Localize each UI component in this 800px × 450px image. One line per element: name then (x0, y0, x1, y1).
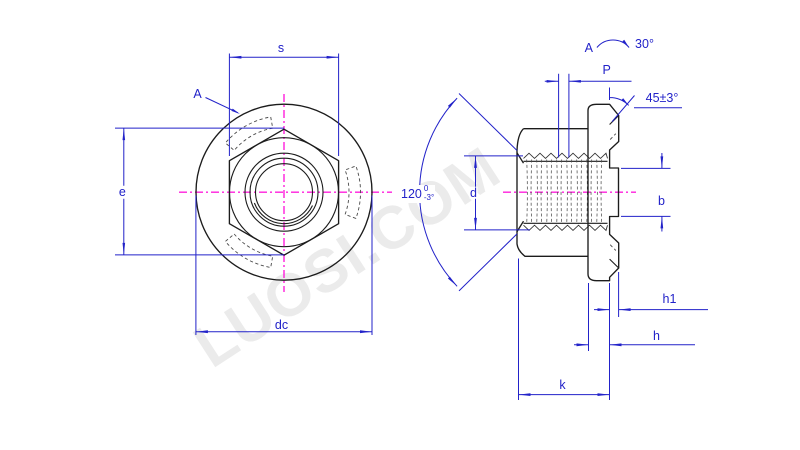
label-detail-a-front: A (193, 86, 202, 101)
arrowhead (597, 308, 610, 311)
dim-arrowheads (122, 39, 664, 396)
arrowhead (660, 216, 664, 229)
countersink-circle (244, 152, 324, 232)
arrowhead (195, 330, 208, 334)
cone-angle-tol-upper: 0 (423, 184, 429, 194)
arrowhead (447, 98, 458, 108)
arrowhead (474, 217, 477, 230)
dim-k-lines (518, 258, 610, 400)
arrowhead (231, 108, 240, 114)
label-angle-30: 30° (635, 36, 654, 51)
label-cone-angle: 120 0 -3° (400, 184, 436, 203)
arrowhead (621, 98, 629, 106)
label-h: h (653, 329, 660, 344)
arrowhead (447, 276, 458, 287)
arrowhead (622, 39, 630, 48)
thread-major-circle (249, 157, 319, 227)
arrowhead (474, 155, 477, 168)
arrowhead (122, 242, 126, 255)
weld-projection-mark-right (344, 165, 361, 219)
thread-zigzag-top (523, 152, 608, 160)
projection-hidden-edges (609, 133, 617, 251)
arrowhead (660, 156, 664, 169)
weld-projection-mark-bottom-left (224, 233, 274, 269)
label-p: P (602, 63, 611, 78)
dim-b-lines (621, 153, 671, 232)
dim-h-lines (574, 283, 695, 351)
cone-angle-tol-lower: -3° (423, 192, 435, 202)
arrowhead (518, 393, 531, 396)
projection-cone-edges (609, 115, 620, 269)
chamfer-circle (228, 137, 340, 248)
label-h1: h1 (662, 292, 677, 307)
arrowhead (568, 80, 581, 83)
dim-h1-lines (594, 272, 708, 317)
label-detail-a-side: A (584, 40, 593, 55)
label-chamfer-angle: 45±3° (645, 90, 679, 105)
bore-lines (523, 160, 608, 224)
arrowhead (618, 308, 631, 311)
dim-p-lines (544, 73, 632, 158)
flange-outline (587, 103, 620, 282)
bore-circle (254, 163, 314, 222)
arrowhead (229, 55, 242, 59)
cone-angle-value: 120 (401, 186, 422, 201)
dim-s-lines (228, 53, 340, 156)
arrowhead (122, 128, 126, 141)
front-view (179, 94, 392, 292)
label-dc: dc (274, 317, 289, 332)
arrowhead (360, 330, 372, 334)
arrowhead (326, 55, 339, 59)
thread-zigzag-bottom (523, 224, 608, 232)
arrowhead (576, 343, 589, 347)
label-k: k (559, 378, 566, 393)
label-b: b (658, 193, 665, 208)
dimensions (115, 39, 708, 400)
arrowhead (546, 80, 559, 83)
label-d: d (469, 185, 478, 200)
weld-projection-mark-top-left (224, 116, 274, 152)
label-s: s (277, 40, 285, 55)
arrowhead (597, 393, 610, 396)
dim-dc-lines (195, 195, 373, 335)
label-e: e (117, 185, 127, 200)
dim-chamfer-angle-lines (609, 87, 682, 123)
thread-runout-arc (253, 202, 313, 225)
flange-circle (195, 103, 373, 281)
side-view (503, 103, 636, 282)
arrowhead (609, 343, 622, 347)
nut-body-outline (516, 128, 588, 257)
